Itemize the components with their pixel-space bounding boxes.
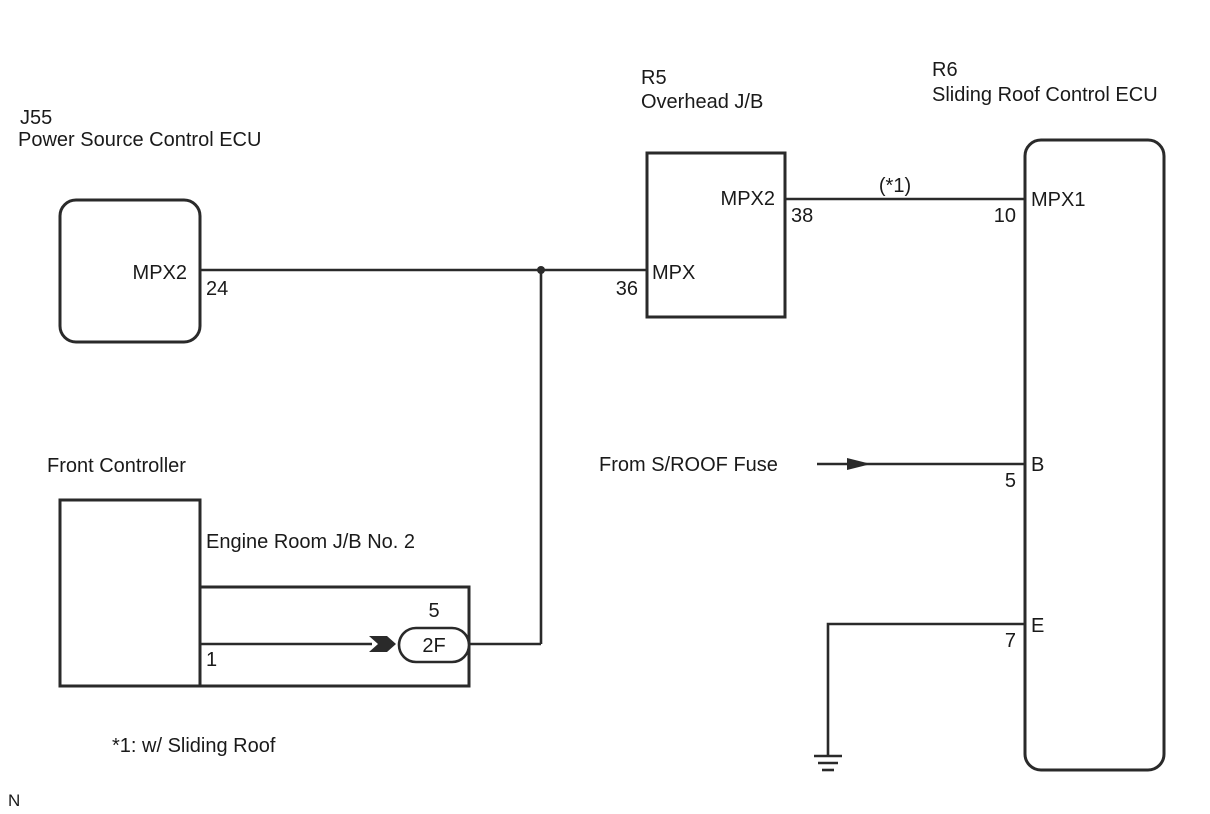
- overhead-jb-pin-top-label: MPX2: [721, 188, 775, 210]
- overhead-jb-code: R5: [641, 67, 667, 89]
- sliding-roof-ecu-code: R6: [932, 59, 958, 81]
- arrow-right-icon: [847, 458, 871, 470]
- sliding-roof-pin-mpx1-number: 10: [994, 205, 1016, 227]
- power-ecu-name: Power Source Control ECU: [18, 129, 261, 151]
- power-ecu-code: J55: [20, 107, 52, 129]
- ground-icon: [814, 754, 842, 772]
- sliding-roof-ecu-name: Sliding Roof Control ECU: [932, 84, 1158, 106]
- wire-option-tag: (*1): [879, 175, 911, 197]
- corner-mark: N: [8, 791, 20, 810]
- engine-room-jb-name: Engine Room J/B No. 2: [206, 531, 415, 553]
- sliding-roof-pin-e-number: 7: [1005, 630, 1016, 652]
- wire-e-to-ground: [826, 622, 1025, 756]
- front-controller-box: [58, 498, 202, 688]
- sliding-roof-pin-b-number: 5: [1005, 470, 1016, 492]
- engine-room-jb-pin-number: 5: [428, 600, 439, 622]
- overhead-jb-pin-top-number: 38: [791, 205, 813, 227]
- power-ecu-pin-number: 24: [206, 278, 228, 300]
- sliding-roof-ecu-box: [1023, 138, 1166, 772]
- overhead-jb-pin-left-label: MPX: [652, 262, 695, 284]
- sliding-roof-pin-e-label: E: [1031, 615, 1044, 637]
- front-controller-name: Front Controller: [47, 455, 186, 477]
- fuse-source-label: From S/ROOF Fuse: [599, 454, 778, 476]
- connector-2f-label: 2F: [422, 635, 445, 657]
- connector-2f-shape: [397, 626, 471, 664]
- overhead-jb-box: [645, 151, 787, 319]
- front-controller-pin-number: 1: [206, 649, 217, 671]
- power-ecu-pin-label: MPX2: [133, 262, 187, 284]
- footnote: *1: w/ Sliding Roof: [112, 735, 276, 757]
- overhead-jb-name: Overhead J/B: [641, 91, 763, 113]
- sliding-roof-pin-b-label: B: [1031, 454, 1044, 476]
- connector-chevron-icon: [369, 636, 396, 652]
- sliding-roof-pin-mpx1-label: MPX1: [1031, 189, 1085, 211]
- overhead-jb-pin-left-number: 36: [616, 278, 638, 300]
